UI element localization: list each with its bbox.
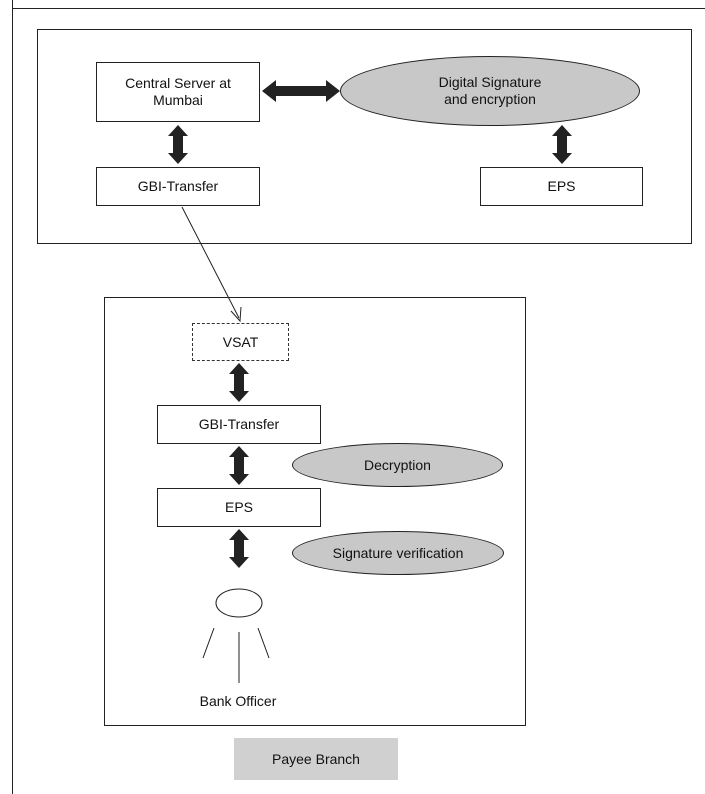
branch-eps-box: EPS	[157, 488, 321, 527]
page-frame-top	[12, 8, 705, 9]
vsat-label: VSAT	[222, 333, 259, 350]
head-office-region	[37, 29, 692, 244]
server-signature-arrow	[262, 80, 340, 102]
page-frame-left	[12, 0, 13, 794]
central-server-box: Central Server at Mumbai	[96, 62, 260, 122]
signature-eps-arrow	[552, 125, 572, 164]
digital-signature-label: Digital Signature and encryption	[438, 74, 542, 107]
gbi-vsat-connector-head	[230, 306, 242, 323]
payee-branch-label: Payee Branch	[234, 738, 398, 780]
branch-gbi-transfer-box: GBI-Transfer	[157, 405, 321, 444]
gbi-vsat-connector	[181, 206, 240, 319]
decryption-label: Decryption	[364, 456, 431, 473]
digital-signature-ellipse: Digital Signature and encryption	[340, 56, 640, 126]
signature-verification-label: Signature verification	[332, 544, 464, 561]
bank-officer-head-icon	[215, 588, 263, 618]
decryption-ellipse: Decryption	[292, 443, 503, 487]
branch-region	[104, 297, 526, 726]
central-server-label: Central Server at Mumbai	[125, 75, 231, 108]
gbi-eps-arrow	[229, 446, 249, 485]
bank-officer-left-arm	[202, 627, 215, 659]
vsat-box: VSAT	[192, 323, 289, 361]
signature-verification-ellipse: Signature verification	[292, 531, 504, 575]
payee-branch-text: Payee Branch	[272, 751, 360, 767]
bank-officer-right-arm	[257, 627, 270, 659]
vsat-gbi-arrow	[229, 363, 249, 402]
head-office-eps-label: EPS	[547, 178, 576, 194]
branch-gbi-transfer-label: GBI-Transfer	[198, 416, 280, 432]
eps-officer-arrow	[229, 529, 249, 568]
bank-officer-label: Bank Officer	[199, 693, 277, 709]
head-office-gbi-transfer-box: GBI-Transfer	[96, 167, 260, 206]
head-office-eps-box: EPS	[480, 167, 643, 206]
head-office-gbi-transfer-label: GBI-Transfer	[137, 178, 219, 194]
branch-eps-label: EPS	[224, 499, 253, 515]
server-gbi-arrow	[168, 125, 188, 164]
